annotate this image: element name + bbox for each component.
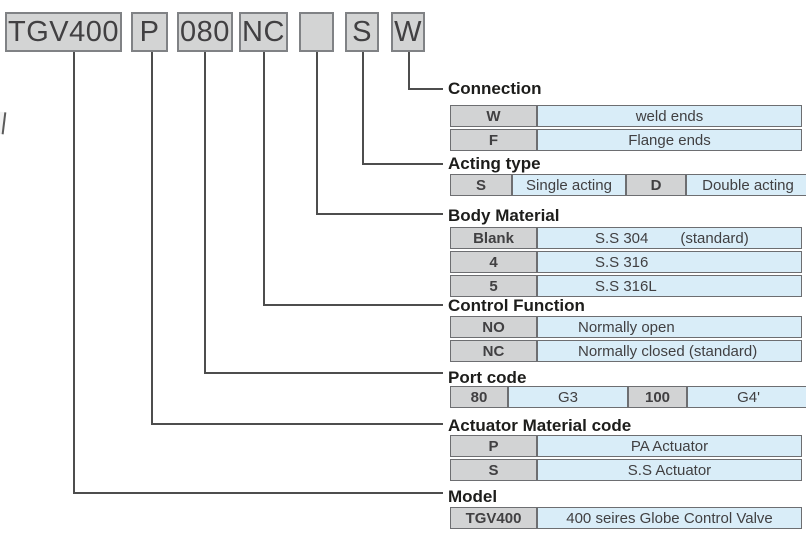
table-row: TGV400 400 seires Globe Control Valve [450, 507, 802, 529]
table-row: S Single acting D Double acting [450, 174, 806, 196]
table-model: TGV400 400 seires Globe Control Valve [450, 505, 802, 531]
code-cell: F [450, 129, 537, 151]
connector-model-v [73, 52, 75, 494]
value-cell: Double acting [686, 174, 806, 196]
code-cell: NC [450, 340, 537, 362]
table-row: NC Normally closed (standard) [450, 340, 802, 362]
value-cell: PA Actuator [537, 435, 802, 457]
code-box-port-label: 080 [180, 15, 230, 48]
section-title-acting-type: Acting type [448, 154, 541, 173]
code-cell: 4 [450, 251, 537, 273]
code-cell: NO [450, 316, 537, 338]
connector-actuator-h [151, 423, 443, 425]
table-actuator-material-code: P PA Actuator S S.S Actuator [450, 433, 802, 483]
section-title-connection: Connection [448, 79, 542, 98]
table-row: 4 S.S 316 [450, 251, 802, 273]
edge-artifact [0, 111, 7, 135]
code-box-acting-label: S [352, 15, 372, 48]
code-box-actuator: P [131, 12, 168, 52]
code-cell: D [626, 174, 686, 196]
connector-control-h [263, 304, 443, 306]
table-body-material: Blank S.S 304 (standard) 4 S.S 316 5 S.S … [450, 225, 802, 299]
code-cell: S [450, 174, 512, 196]
section-title-control-function: Control Function [448, 296, 585, 315]
table-row: F Flange ends [450, 129, 802, 151]
table-row: Blank S.S 304 (standard) [450, 227, 802, 249]
connector-port-v [204, 52, 206, 374]
connector-acting-v [362, 52, 364, 165]
code-box-connection: W [391, 12, 425, 52]
table-row: NO Normally open [450, 316, 802, 338]
table-port-code: 80 G3 100 G4' [450, 384, 806, 410]
value-cell: S.S 316 [537, 251, 802, 273]
connector-port-h [204, 372, 443, 374]
table-row: P PA Actuator [450, 435, 802, 457]
code-cell: TGV400 [450, 507, 537, 529]
code-box-body-blank [299, 12, 334, 52]
section-title-port-code: Port code [448, 368, 527, 387]
code-cell: S [450, 459, 537, 481]
connector-model-h [73, 492, 443, 494]
connector-actuator-v [151, 52, 153, 425]
code-cell: W [450, 105, 537, 127]
code-box-control-label: NC [242, 15, 285, 48]
code-box-actuator-label: P [139, 15, 160, 48]
connector-connection-h [408, 88, 443, 90]
code-cell: 100 [628, 386, 687, 408]
section-title-model: Model [448, 487, 498, 506]
table-acting-type: S Single acting D Double acting [450, 172, 806, 198]
code-cell: 5 [450, 275, 537, 297]
value-text: S.S 304 [595, 229, 649, 247]
code-box-acting: S [345, 12, 379, 52]
table-control-function: NO Normally open NC Normally closed (sta… [450, 314, 802, 364]
code-box-port: 080 [177, 12, 233, 52]
code-box-model-label: TGV400 [8, 15, 119, 48]
value-cell: S.S 316L [537, 275, 802, 297]
value-cell: 400 seires Globe Control Valve [537, 507, 802, 529]
code-cell: 80 [450, 386, 508, 408]
value-cell: Normally closed (standard) [537, 340, 802, 362]
value-cell: G3 [508, 386, 628, 408]
table-row: 80 G3 100 G4' [450, 386, 806, 408]
value-cell: Normally open [537, 316, 802, 338]
value-cell: S.S Actuator [537, 459, 802, 481]
table-row: W weld ends [450, 105, 802, 127]
value-note: (standard) [680, 229, 749, 247]
connector-acting-h [362, 163, 443, 165]
code-box-control: NC [239, 12, 288, 52]
code-box-model: TGV400 [5, 12, 122, 52]
connector-body-v [316, 52, 318, 215]
connector-control-v [263, 52, 265, 306]
table-connection: W weld ends F Flange ends [450, 103, 802, 153]
section-title-actuator-material-code: Actuator Material code [448, 416, 632, 435]
code-box-connection-label: W [394, 15, 422, 48]
table-row: S S.S Actuator [450, 459, 802, 481]
connector-body-h [316, 213, 443, 215]
code-cell: Blank [450, 227, 537, 249]
value-cell: G4' [687, 386, 806, 408]
connector-connection-v [408, 52, 410, 90]
section-title-body-material: Body Material [448, 206, 560, 225]
code-cell: P [450, 435, 537, 457]
value-cell: Flange ends [537, 129, 802, 151]
value-cell: S.S 304 (standard) [537, 227, 802, 249]
value-cell: Single acting [512, 174, 626, 196]
value-cell: weld ends [537, 105, 802, 127]
table-row: 5 S.S 316L [450, 275, 802, 297]
